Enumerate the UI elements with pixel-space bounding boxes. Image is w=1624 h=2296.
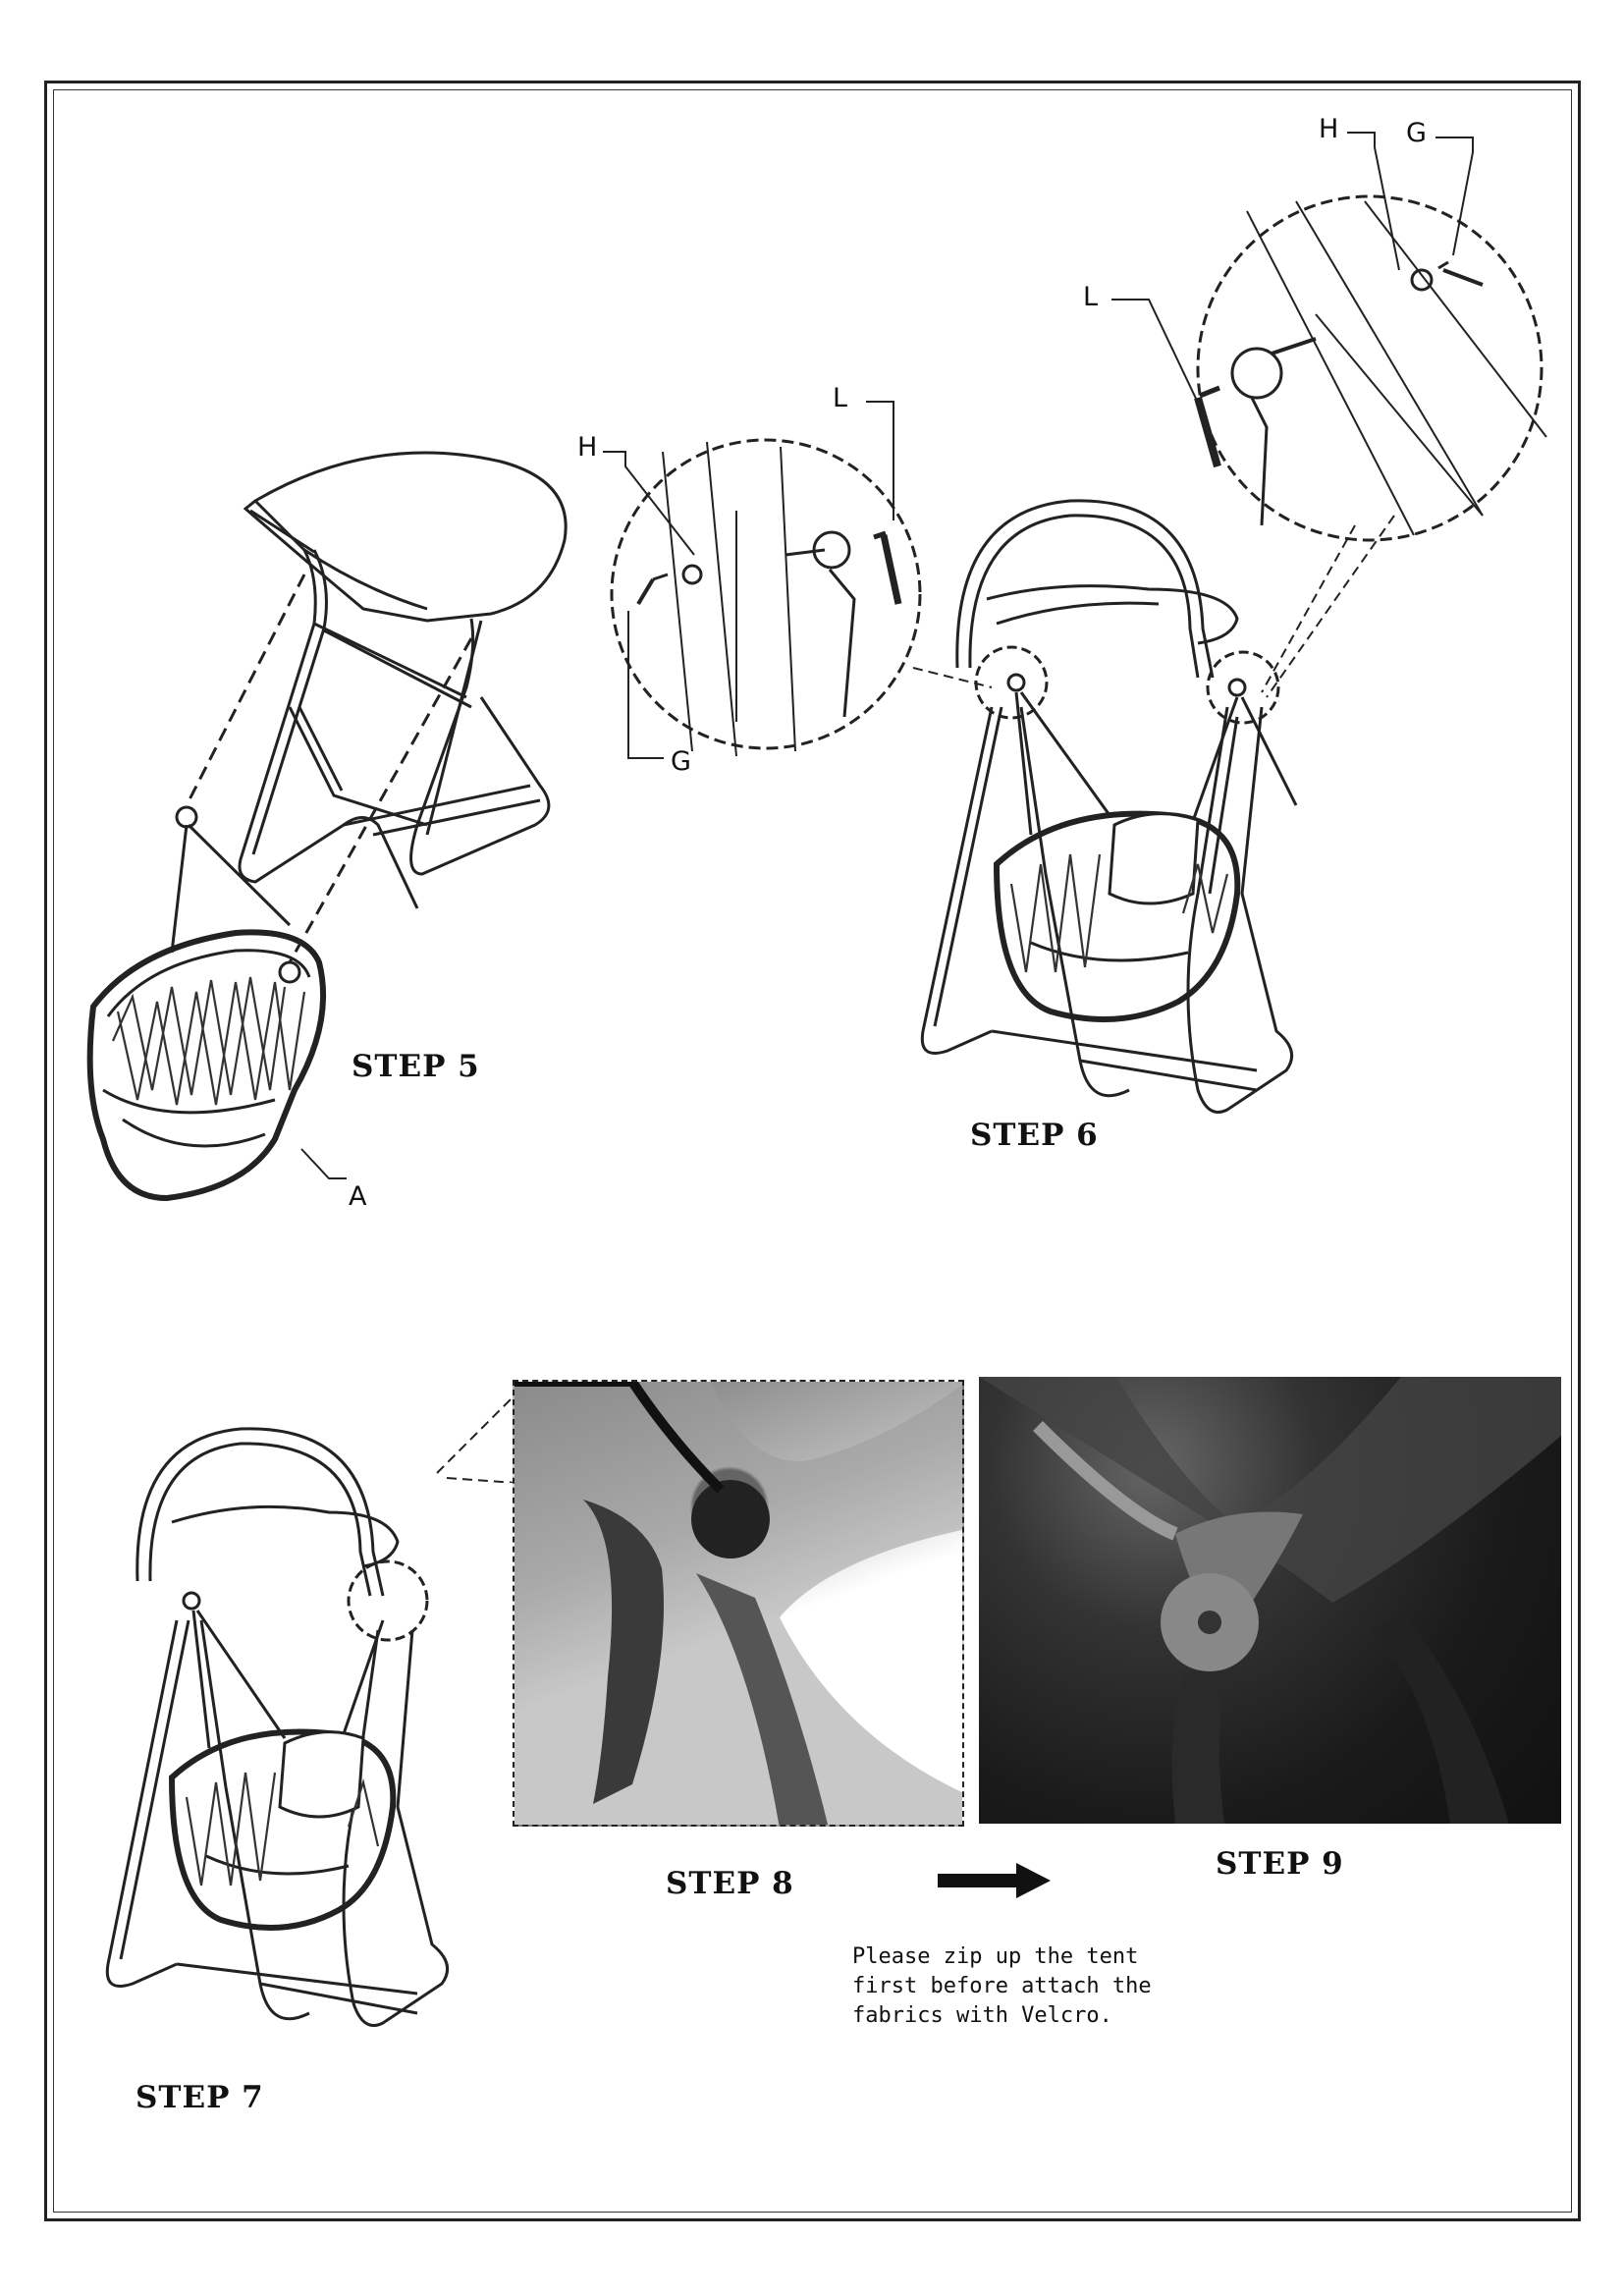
page-frame-inner	[53, 89, 1572, 2213]
step8-photo	[513, 1380, 964, 1827]
step8-label: STEP 8	[666, 1866, 794, 1901]
step6-detail-left	[610, 438, 922, 757]
part-l-leader-left	[866, 401, 894, 520]
step9-label: STEP 9	[1216, 1846, 1344, 1882]
part-l-leader-right	[1111, 299, 1199, 404]
step6-connector	[1261, 515, 1395, 698]
part-h-leader-left	[603, 451, 695, 556]
step6-detail-right	[1194, 194, 1547, 542]
step6-illustration	[920, 499, 1298, 1114]
step7-label: STEP 7	[135, 2080, 264, 2115]
step7-illustration	[105, 1427, 450, 2027]
part-g-callout-right: G	[1406, 118, 1427, 148]
step6-connector-left	[912, 667, 993, 688]
page-frame-outer	[44, 81, 1581, 2221]
part-a-callout: A	[349, 1181, 367, 1212]
right-arrow-icon	[938, 1863, 1051, 1898]
step5-label: STEP 5	[352, 1049, 480, 1084]
step9-photo	[979, 1377, 1561, 1824]
part-l-callout-left: L	[833, 383, 848, 413]
step5-illustration	[86, 451, 568, 1202]
assembly-note: Please zip up the tent first before atta…	[852, 1942, 1152, 2031]
part-g-callout-left: G	[671, 746, 691, 777]
note-line-2: first before attach the	[852, 1974, 1152, 1998]
part-a-leader	[300, 1148, 347, 1179]
part-h-callout-right: H	[1319, 114, 1339, 144]
step7-connector	[436, 1394, 516, 1483]
step6-label: STEP 6	[970, 1118, 1099, 1153]
part-g-leader-left	[627, 611, 664, 759]
part-h-leader-right	[1347, 132, 1400, 271]
note-line-3: fabrics with Velcro.	[852, 2003, 1112, 2028]
part-h-callout-left: H	[577, 432, 598, 463]
note-line-1: Please zip up the tent	[852, 1944, 1139, 1969]
part-l-callout-right: L	[1083, 282, 1099, 312]
part-g-leader-right	[1435, 137, 1474, 256]
